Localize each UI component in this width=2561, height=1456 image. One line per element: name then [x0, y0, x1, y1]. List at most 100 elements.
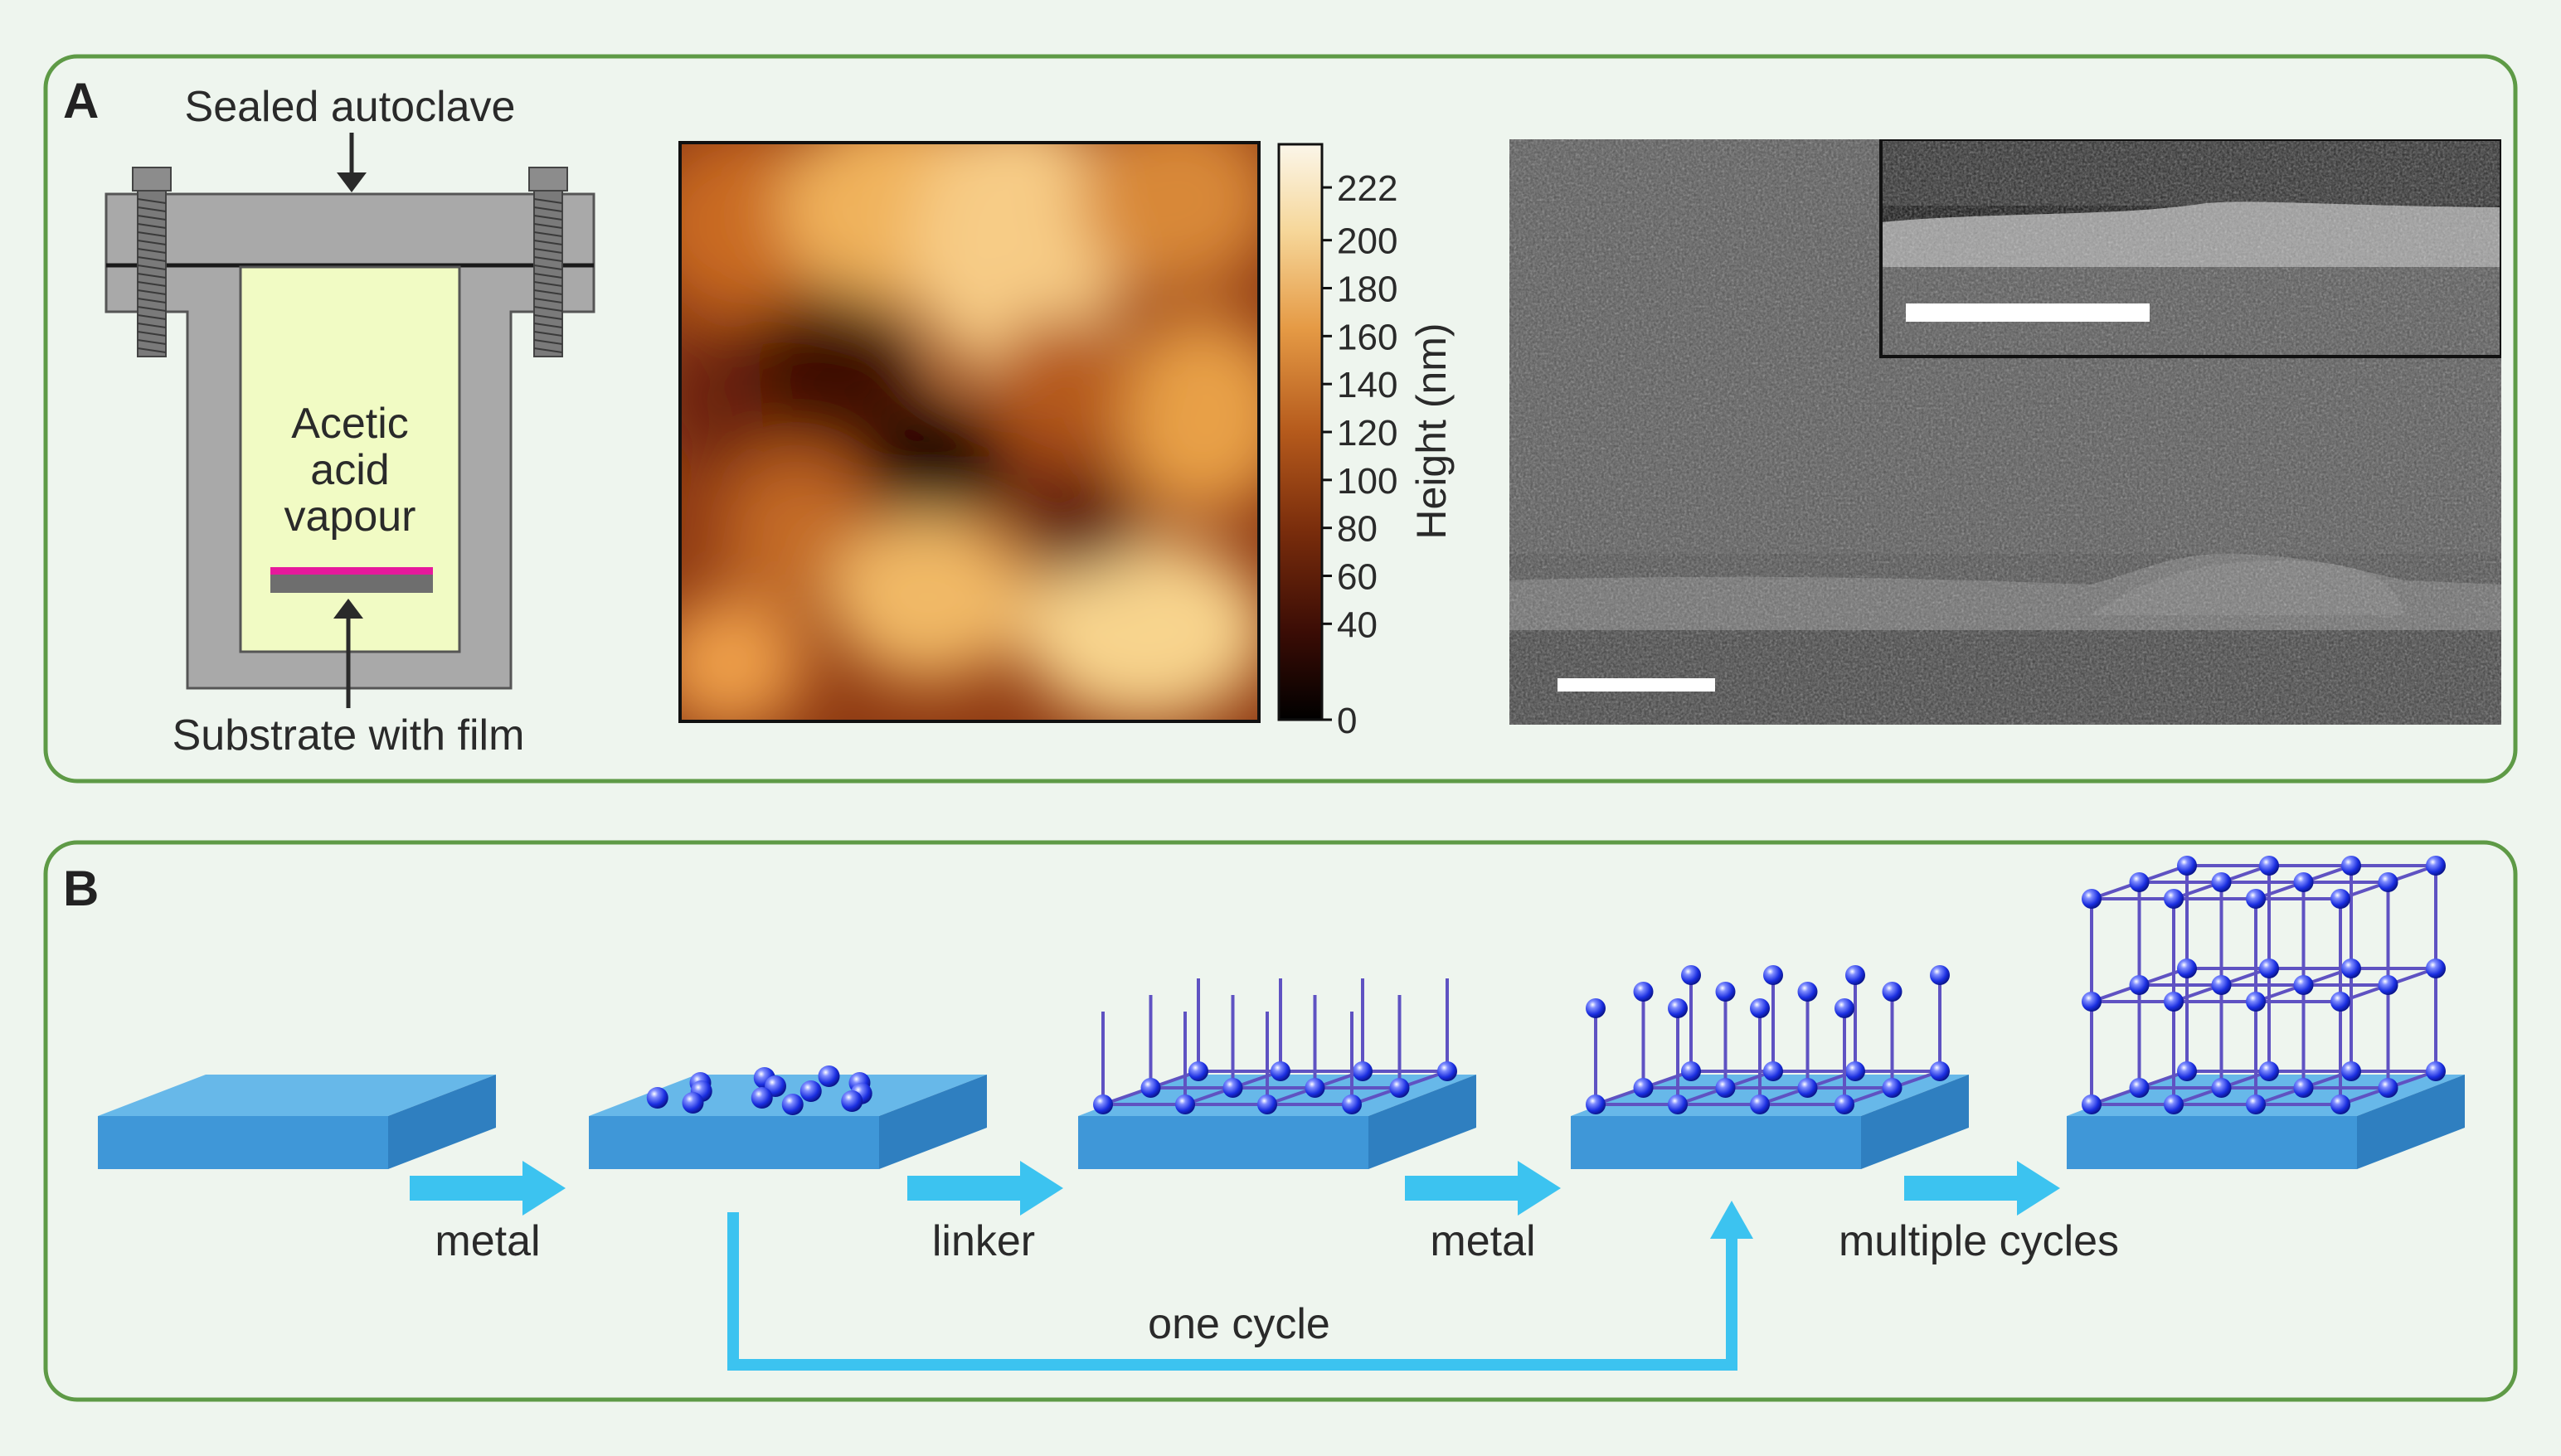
framework-node-30 [2293, 872, 2314, 892]
afm-image [678, 141, 1261, 723]
framework-node-8 [2082, 1094, 2102, 1114]
grid-node-3 [1930, 1061, 1950, 1081]
top-node-6 [1797, 982, 1818, 1002]
framework-node-10 [2246, 1094, 2266, 1114]
top-node-0 [1681, 965, 1701, 985]
framework-node-16 [2129, 975, 2150, 995]
stage-linker-added [1078, 978, 1476, 1169]
grid-node-5 [1715, 1078, 1736, 1098]
step-arrow-4 [1904, 1161, 2060, 1216]
grid-node-10 [1750, 1094, 1770, 1114]
framework-node-2 [2341, 1061, 2361, 1081]
panel-a-letter: A [63, 73, 99, 129]
framework-node-6 [2293, 1078, 2314, 1098]
metal-node-2 [818, 1065, 840, 1087]
framework-node-29 [2211, 872, 2232, 892]
top-node-2 [1845, 965, 1865, 985]
inset-scale-bar [1906, 303, 2150, 322]
grid-node-10 [1257, 1094, 1277, 1114]
grid-node-6 [1797, 1078, 1818, 1098]
grid-node-3 [1437, 1061, 1457, 1081]
framework-node-18 [2293, 975, 2314, 995]
top-node-3 [1930, 965, 1950, 985]
framework-node-17 [2211, 975, 2232, 995]
grid-node-4 [1633, 1078, 1654, 1098]
step-arrow-2 [907, 1161, 1063, 1216]
sem-image [1509, 139, 2501, 725]
colorbar-tick-2: 180 [1337, 269, 1397, 310]
step-arrow-3 [1405, 1161, 1561, 1216]
colorbar-tick-9: 40 [1337, 604, 1378, 645]
colorbar-tick-0: 222 [1337, 168, 1397, 209]
stage-multilayer-framework [2067, 856, 2465, 1169]
framework-node-26 [2341, 856, 2361, 876]
lbl-stages [98, 856, 2465, 1169]
framework-node-13 [2259, 959, 2279, 978]
grid-node-1 [1271, 1061, 1290, 1081]
framework-node-32 [2082, 889, 2102, 909]
framework-node-4 [2129, 1078, 2150, 1098]
framework-node-15 [2426, 959, 2446, 978]
substrate-label: Substrate with film [173, 711, 525, 760]
framework-node-27 [2426, 856, 2446, 876]
colorbar-tick-1: 200 [1337, 221, 1397, 262]
vapour-label-line-2: acid [310, 446, 389, 494]
colorbar-tick-4: 140 [1337, 365, 1397, 405]
framework-node-7 [2378, 1078, 2398, 1098]
step-label-3: metal [1430, 1217, 1535, 1265]
framework-node-5 [2211, 1078, 2232, 1098]
grid-node-11 [1834, 1094, 1854, 1114]
stage-bare-substrate [98, 1075, 496, 1169]
top-node-4 [1633, 982, 1654, 1002]
framework-node-19 [2378, 975, 2398, 995]
cycle-arrow [727, 1212, 1737, 1371]
top-node-10 [1750, 998, 1770, 1018]
top-node-9 [1668, 998, 1688, 1018]
cycle-arrow-head [1710, 1201, 1753, 1239]
framework-node-21 [2164, 992, 2184, 1012]
colorbar-tick-7: 80 [1337, 509, 1378, 550]
framework-node-24 [2177, 856, 2197, 876]
grid-node-2 [1353, 1061, 1373, 1081]
colorbar-tick-6: 100 [1337, 461, 1397, 502]
framework-node-0 [2177, 1061, 2197, 1081]
stage-metal-coated [589, 1065, 987, 1169]
framework-node-22 [2246, 992, 2266, 1012]
grid-node-8 [1093, 1094, 1113, 1114]
film-layer [270, 567, 433, 575]
cycle-label: one cycle [1148, 1300, 1330, 1348]
framework-node-31 [2378, 872, 2398, 892]
sem-inset [1881, 139, 2501, 357]
top-node-7 [1882, 982, 1903, 1002]
metal-node-9 [751, 1087, 773, 1109]
sem-scale-bar [1557, 678, 1715, 692]
grid-node-2 [1845, 1061, 1865, 1081]
autoclave-top-label: Sealed autoclave [185, 83, 516, 131]
framework-node-12 [2177, 959, 2197, 978]
framework-node-35 [2330, 889, 2350, 909]
vapour-label-line-3: vapour [284, 493, 416, 541]
stage-second-metal [1571, 965, 1969, 1169]
colorbar-tick-10: 0 [1337, 701, 1357, 741]
grid-node-5 [1222, 1078, 1243, 1098]
metal-node-10 [781, 1094, 804, 1115]
grid-node-9 [1175, 1094, 1195, 1114]
grid-node-1 [1763, 1061, 1783, 1081]
metal-node-11 [841, 1090, 863, 1112]
grid-node-8 [1586, 1094, 1606, 1114]
colorbar-label: Height (nm) [1408, 323, 1455, 539]
grid-node-4 [1140, 1078, 1161, 1098]
metal-node-12 [646, 1087, 668, 1109]
framework-node-1 [2259, 1061, 2279, 1081]
framework-node-34 [2246, 889, 2266, 909]
metal-node-6 [799, 1080, 822, 1102]
framework-node-23 [2330, 992, 2350, 1012]
framework-node-3 [2426, 1061, 2446, 1081]
top-node-8 [1586, 998, 1606, 1018]
top-node-11 [1834, 998, 1854, 1018]
autoclave-diagram: Sealed autoclave Acetic acid vapour Subs… [104, 83, 595, 760]
colorbar-tick-3: 160 [1337, 317, 1397, 357]
grid-node-0 [1188, 1061, 1208, 1081]
